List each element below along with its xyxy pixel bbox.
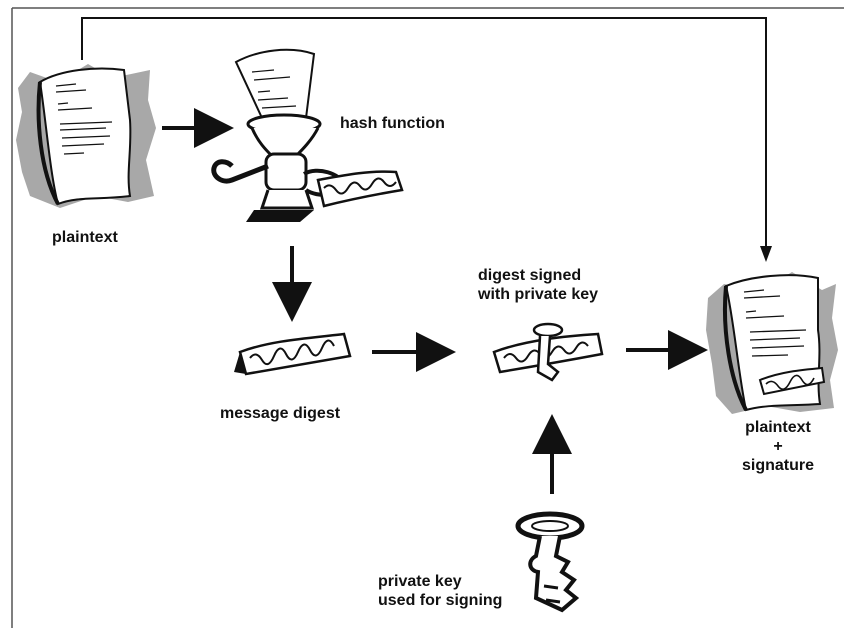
digest-signed-label: digest signed with private key (478, 266, 598, 304)
output-label-line3: signature (741, 457, 814, 474)
frame-border (11, 7, 844, 628)
private-key-icon (515, 511, 585, 613)
private-key-label: private key used for signing (378, 572, 502, 610)
output-label: plaintext + signature (728, 418, 828, 475)
digest-signed-line2: with private key (478, 286, 599, 303)
plaintext-document-icon (16, 64, 156, 208)
plaintext-passthrough-arrow (81, 17, 772, 262)
message-digest-label: message digest (220, 405, 341, 422)
hash-function-label: hash function (340, 115, 445, 132)
message-digest-ribbon-icon (234, 332, 352, 376)
digest-signed-line1: digest signed (478, 267, 582, 284)
signed-digest-icon (492, 322, 604, 382)
plaintext-label: plaintext (52, 229, 118, 246)
private-key-line2: used for signing (378, 592, 503, 609)
signed-document-icon (706, 272, 838, 414)
output-label-line2: + (773, 438, 783, 455)
output-label-line1: plaintext (745, 419, 811, 436)
private-key-line1: private key (378, 573, 462, 590)
hash-function-grinder-icon (211, 48, 404, 222)
